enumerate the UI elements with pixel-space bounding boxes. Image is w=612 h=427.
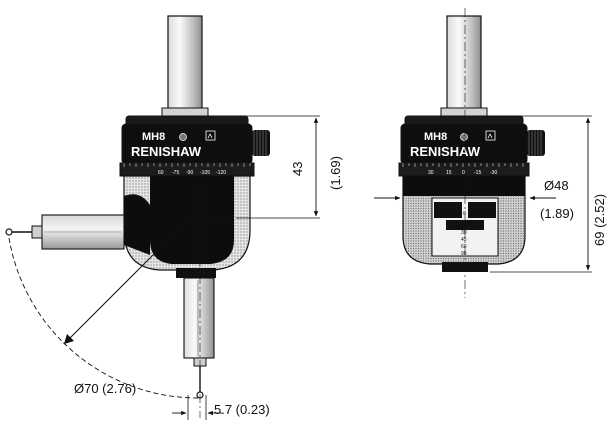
right-model-label: MH8 bbox=[424, 131, 447, 143]
left-lower-core bbox=[150, 176, 234, 264]
left-rotation-arc bbox=[8, 237, 201, 399]
left-brand-label: RENISHAW bbox=[131, 144, 202, 159]
left-model-label: MH8 bbox=[142, 131, 165, 143]
right-diameter-in: (1.89) bbox=[540, 206, 574, 221]
left-scale-ticks bbox=[123, 163, 251, 167]
right-dial-label-1: 0 bbox=[463, 211, 466, 217]
right-dial-label-2: 15 bbox=[461, 222, 467, 228]
right-view: MH8 RENISHAW 30 15 0 -15 -30 0 15 30 45 … bbox=[374, 8, 607, 298]
left-scale-label-3: -90 bbox=[186, 170, 193, 176]
right-brand-label: RENISHAW bbox=[410, 144, 481, 159]
right-scale-label-3: 0 bbox=[462, 170, 465, 176]
right-diameter-dim: Ø48 bbox=[544, 178, 569, 193]
left-offset-dim: 5.7 (0.23) bbox=[214, 402, 270, 417]
left-shank bbox=[167, 15, 203, 112]
right-scale-label-2: 15 bbox=[446, 170, 452, 176]
right-scale-label-4: -15 bbox=[474, 170, 481, 176]
right-dial-label-3: 30 bbox=[461, 230, 467, 236]
left-shank-collar bbox=[161, 107, 209, 117]
left-view: MH8 RENISHAW 60 -75 -90 -105 -120 bbox=[5, 15, 343, 420]
right-scale-label-1: 30 bbox=[428, 170, 434, 176]
right-scale-label-5: -30 bbox=[490, 170, 497, 176]
left-side-stylus-tip bbox=[5, 228, 13, 236]
left-scale-label-5: -120 bbox=[216, 170, 226, 176]
left-scale-label-2: -75 bbox=[172, 170, 179, 176]
right-side-knob[interactable] bbox=[527, 130, 545, 156]
left-height-in: (1.69) bbox=[328, 156, 343, 190]
left-scale-label-1: 60 bbox=[158, 170, 164, 176]
left-lower-probe bbox=[183, 277, 215, 359]
left-height-mm: 43 bbox=[290, 162, 305, 176]
right-indicator-icon bbox=[460, 133, 468, 141]
right-dial-label-4: 45 bbox=[461, 237, 467, 243]
right-lock-icon bbox=[485, 130, 496, 141]
right-shank bbox=[446, 15, 482, 112]
left-bottom-collar bbox=[176, 268, 216, 278]
right-height-dim: 69 (2.52) bbox=[592, 194, 607, 246]
left-lock-icon bbox=[205, 130, 216, 141]
right-shank-collar bbox=[440, 107, 488, 117]
left-scale-label-4: -105 bbox=[200, 170, 210, 176]
right-dial-label-6: 90 bbox=[461, 251, 467, 257]
left-radius-line bbox=[63, 221, 187, 345]
right-dial-label-5: 60 bbox=[461, 244, 467, 250]
left-indicator-icon bbox=[179, 133, 187, 141]
left-diameter-dim: Ø70 (2.76) bbox=[74, 381, 136, 396]
left-side-knob[interactable] bbox=[252, 130, 270, 156]
